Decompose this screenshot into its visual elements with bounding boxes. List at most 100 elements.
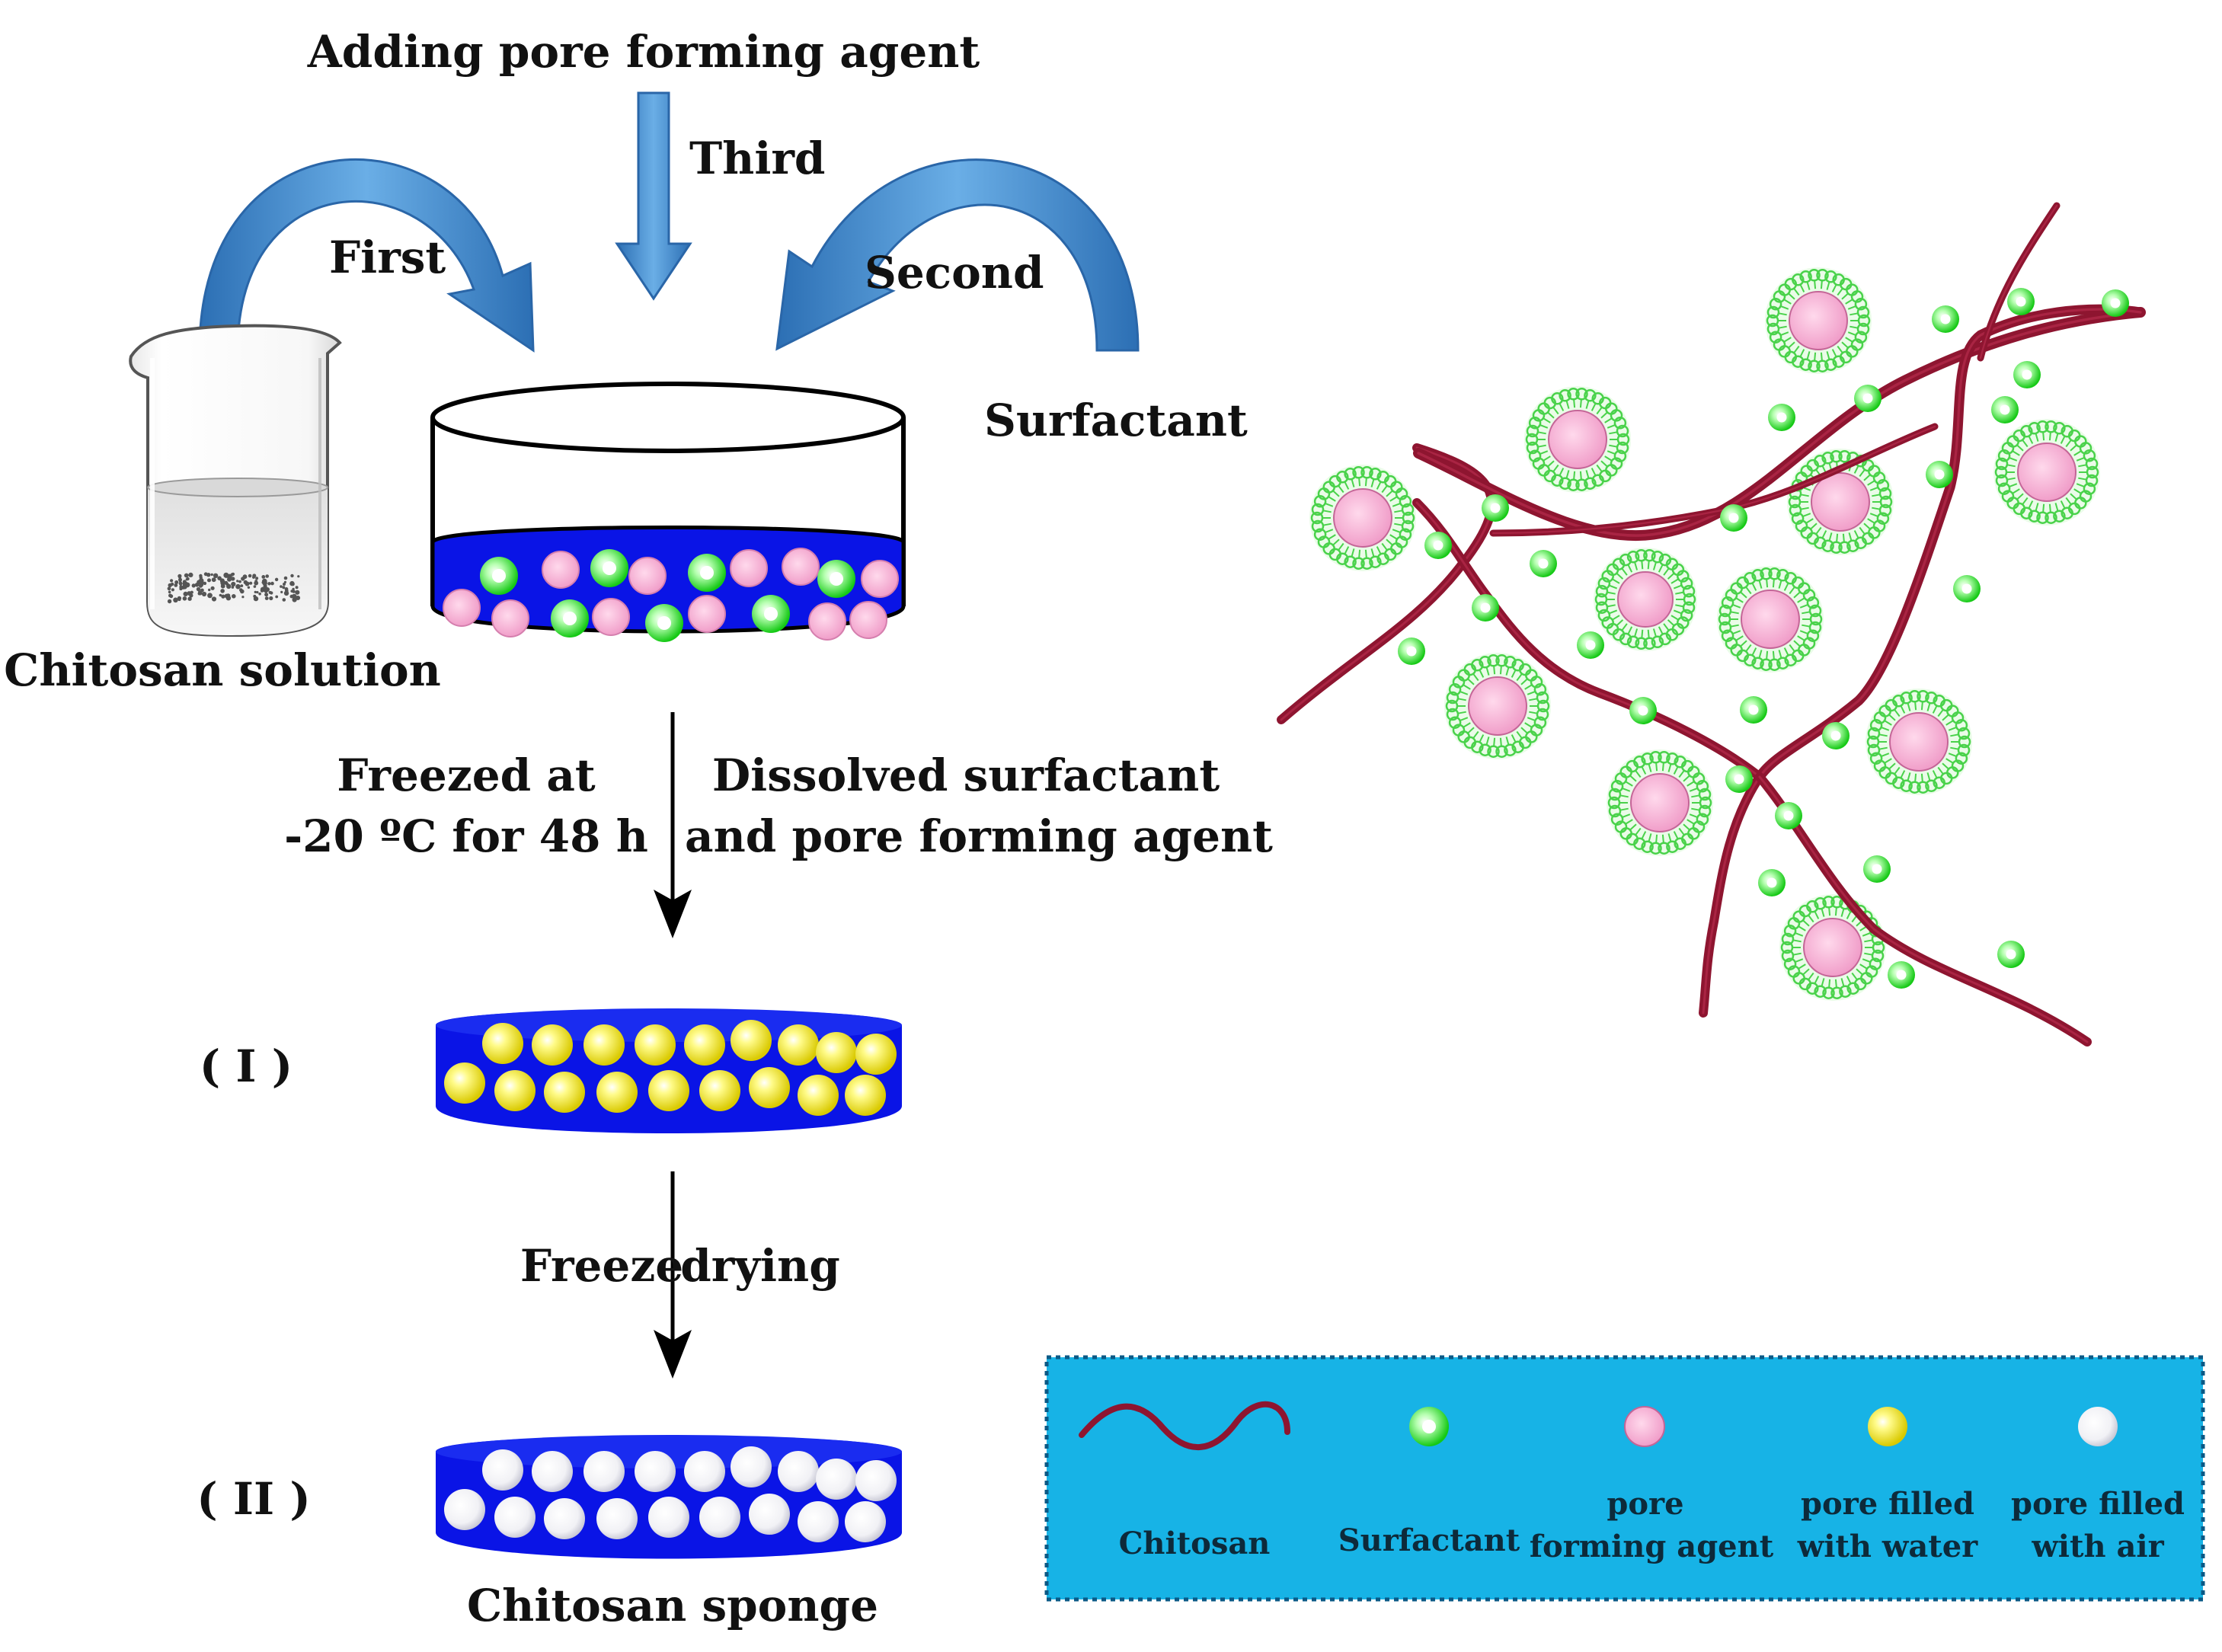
- surfactant-particle: [1725, 765, 1753, 793]
- air-pore: [699, 1497, 740, 1538]
- legend-air-pore-icon: [2078, 1407, 2118, 1446]
- pore-agent-particle: [808, 602, 846, 641]
- surfactant-particle: [1424, 532, 1452, 559]
- beaker: [129, 324, 342, 637]
- pore-agent-particle: [628, 557, 667, 595]
- chitosan-particles: [167, 572, 301, 604]
- adding-agent-label: Adding pore forming agent: [307, 26, 980, 78]
- chitosan-network: [1277, 202, 2146, 1046]
- pore-agent-particle: [782, 548, 820, 586]
- surfactant-particle: [1482, 494, 1509, 522]
- air-pore: [596, 1498, 638, 1539]
- first-arrow: [198, 158, 535, 353]
- surfactant-particle: [1854, 385, 1882, 412]
- air-pore: [798, 1501, 839, 1542]
- legend-surfactant-icon: [1409, 1407, 1449, 1446]
- water-pore: [699, 1070, 740, 1111]
- surfactant-particle: [2013, 361, 2041, 388]
- legend: Chitosan Surfactant pore forming agent p…: [1044, 1355, 2205, 1602]
- air-pore: [444, 1489, 485, 1530]
- chitosan-sponge-label: Chitosan sponge: [467, 1580, 878, 1631]
- mixture-particles: [443, 548, 899, 642]
- surfactant-particle: [817, 560, 855, 598]
- freezed-line1: Freezed at: [337, 749, 596, 801]
- surfactant-particle: [1577, 631, 1604, 659]
- air-pore: [845, 1501, 886, 1542]
- surfactant-particle: [2102, 289, 2129, 317]
- surfactant-particle: [1530, 550, 1557, 577]
- air-pore: [855, 1460, 897, 1501]
- pore-agent-particle: [592, 598, 630, 636]
- water-pore: [845, 1075, 886, 1116]
- micelle: [1309, 465, 1416, 571]
- air-pore: [684, 1451, 725, 1492]
- micelle: [1779, 894, 1886, 1001]
- surfactant-particle: [2007, 288, 2035, 315]
- water-pore: [532, 1024, 573, 1066]
- legend-surfactant-label: Surfactant: [1338, 1523, 1520, 1558]
- first-label: First: [329, 232, 446, 283]
- water-pore: [778, 1024, 819, 1066]
- surfactant-particle: [1997, 941, 2025, 968]
- surfactant-particle: [1629, 697, 1657, 724]
- air-pore: [749, 1494, 790, 1535]
- micelle: [1594, 548, 1697, 651]
- legend-water-line1: pore filled: [1801, 1486, 1974, 1522]
- water-pore: [648, 1070, 689, 1111]
- pore-agent-particle: [849, 601, 887, 639]
- water-pore: [684, 1024, 725, 1066]
- air-pore: [778, 1451, 819, 1492]
- surfactant-particle: [1991, 396, 2019, 423]
- second-arrow: [775, 158, 1140, 352]
- micelles: [1309, 267, 2100, 1001]
- network-surfactants: [1398, 288, 2129, 989]
- air-pore: [648, 1497, 689, 1538]
- water-pore: [855, 1034, 897, 1075]
- pore-agent-particle: [443, 589, 481, 627]
- surfactant-particle: [1926, 461, 1953, 488]
- water-pores: [444, 1020, 897, 1116]
- water-pore: [798, 1075, 839, 1116]
- water-pore: [731, 1020, 772, 1061]
- pore-agent-particle: [542, 551, 580, 589]
- micelle: [1993, 419, 2100, 526]
- frozen-disc: [436, 1008, 902, 1133]
- stage-i-label: ( I ): [200, 1040, 293, 1092]
- pore-agent-particle: [491, 599, 529, 637]
- air-pore: [494, 1497, 536, 1538]
- micelle: [1866, 689, 1972, 795]
- sponge-disc: [436, 1435, 902, 1559]
- micelle: [1607, 749, 1713, 856]
- micelle: [1765, 267, 1872, 374]
- water-pore: [749, 1067, 790, 1108]
- legend-pore-agent-line1: pore: [1607, 1486, 1683, 1522]
- mixing-dish: [430, 382, 906, 642]
- surfactant-particle: [1472, 594, 1499, 621]
- freeze-drying-arrow: [654, 1171, 692, 1379]
- surfactant-particle: [1822, 722, 1850, 749]
- surfactant-particle: [752, 595, 790, 633]
- micelle: [1444, 653, 1551, 759]
- dissolved-line1: Dissolved surfactant: [712, 749, 1220, 801]
- air-pore: [583, 1451, 625, 1492]
- air-pores: [444, 1446, 897, 1542]
- surfactant-particle: [1740, 696, 1767, 724]
- legend-water-pore-icon: [1868, 1407, 1907, 1446]
- chitosan-strands: [1277, 202, 2146, 1046]
- pore-agent-particle: [730, 549, 768, 587]
- freezed-line2: -20 ºC for 48 h: [284, 810, 648, 862]
- pore-agent-particle: [861, 560, 899, 598]
- third-arrow: [615, 91, 692, 301]
- surfactant-label: Surfactant: [984, 395, 1248, 446]
- surfactant-particle: [1720, 504, 1747, 532]
- second-label: Second: [865, 247, 1044, 299]
- dissolved-line2: and pore forming agent: [685, 810, 1273, 862]
- surfactant-particle: [645, 604, 683, 642]
- water-pore: [583, 1024, 625, 1066]
- water-pore: [596, 1072, 638, 1113]
- freeze-arrow: [654, 712, 692, 938]
- legend-chitosan-label: Chitosan: [1119, 1526, 1271, 1561]
- surfactant-particle: [1398, 637, 1425, 665]
- micelle: [1787, 449, 1894, 555]
